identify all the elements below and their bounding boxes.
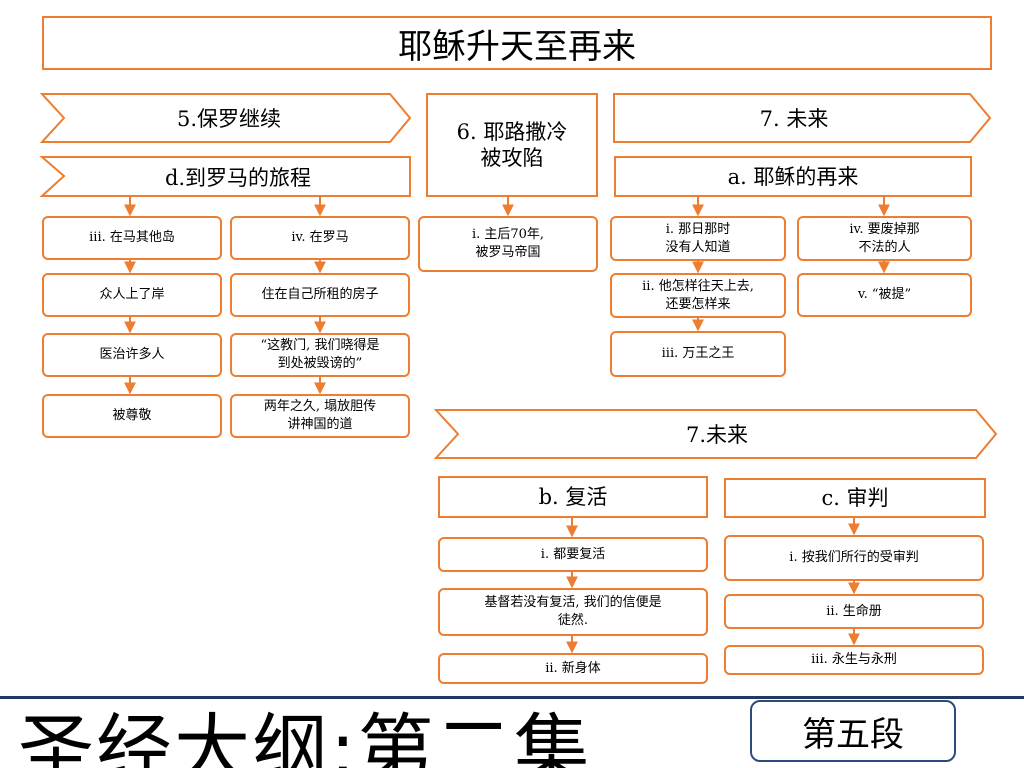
- series-title-text: 圣经大纲:第二集: [18, 705, 592, 768]
- header-resurrection: b. 复活: [438, 476, 708, 518]
- node-judgment-2: ii. 生命册: [724, 594, 984, 629]
- series-title: 圣经大纲:第二集: [0, 696, 740, 768]
- section-badge: 第五段: [750, 700, 956, 762]
- chevron-paul-label: 5.保罗继续: [176, 107, 282, 131]
- node-return-1: i. 那日那时 没有人知道: [610, 216, 786, 261]
- node-return-2: ii. 他怎样往天上去, 还要怎样来: [610, 273, 786, 318]
- node-return-4: iv. 要废掉那 不法的人: [797, 216, 972, 261]
- chevron-future-mid-shape: [433, 409, 998, 459]
- header-judgment: c. 审判: [724, 478, 986, 518]
- node-resurrection-3: ii. 新身体: [438, 653, 708, 684]
- node-rome-3: “这教门, 我们晓得是 到处被毁谤的”: [230, 333, 410, 377]
- node-judgment-3: iii. 永生与永刑: [724, 645, 984, 675]
- node-malta-3: 医治许多人: [42, 333, 222, 377]
- header-jerusalem-fall: 6. 耶路撒冷 被攻陷: [426, 93, 598, 197]
- node-rome-1: iv. 在罗马: [230, 216, 410, 260]
- node-resurrection-1: i. 都要复活: [438, 537, 708, 572]
- page-title: 耶稣升天至再来: [42, 16, 992, 70]
- header-jesus-return: a. 耶稣的再来: [614, 156, 972, 197]
- chevron-journey-label: d.到罗马的旅程: [164, 165, 312, 190]
- chevron-paul-shape: [39, 93, 412, 143]
- node-malta-2: 众人上了岸: [42, 273, 222, 317]
- node-return-3: iii. 万王之王: [610, 331, 786, 377]
- node-rome-4: 两年之久, 塌放胆传 讲神国的道: [230, 394, 410, 438]
- chevron-future-mid-label: 7.未来: [685, 423, 749, 447]
- chevron-future-top-shape: [613, 93, 992, 143]
- node-judgment-1: i. 按我们所行的受审判: [724, 535, 984, 581]
- node-rome-2: 住在自己所租的房子: [230, 273, 410, 317]
- chevron-journey-shape: [39, 156, 411, 197]
- node-return-5: v. “被提”: [797, 273, 972, 317]
- node-fall-1: i. 主后70年, 被罗马帝国: [418, 216, 598, 272]
- chevron-future-top-label: 7. 未来: [759, 107, 829, 131]
- node-malta-1: iii. 在马其他岛: [42, 216, 222, 260]
- node-resurrection-2: 基督若没有复活, 我们的信便是 徒然.: [438, 588, 708, 636]
- footer-divider: [0, 696, 1024, 699]
- node-malta-4: 被尊敬: [42, 394, 222, 438]
